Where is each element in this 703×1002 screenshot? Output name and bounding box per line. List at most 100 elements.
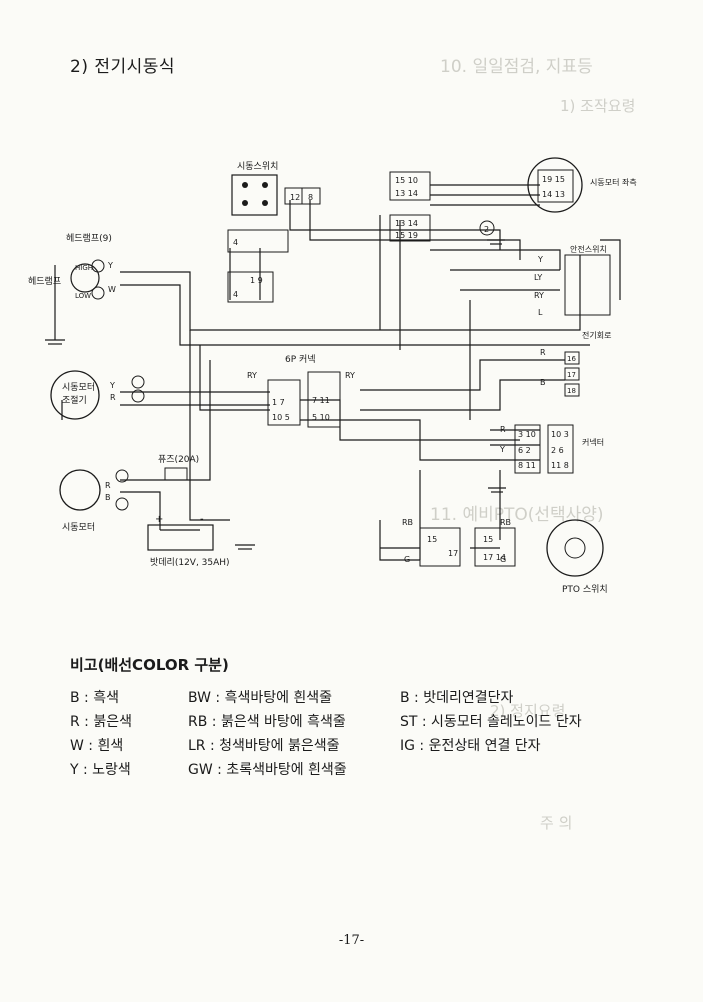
svg-text:시동모터: 시동모터 (62, 382, 95, 393)
svg-text:13 14: 13 14 (395, 189, 418, 198)
svg-text:17: 17 (567, 371, 576, 379)
svg-text:RY: RY (247, 371, 257, 380)
svg-text:퓨즈(20A): 퓨즈(20A) (158, 454, 199, 465)
svg-text:10 5: 10 5 (272, 413, 290, 422)
svg-text:Y: Y (499, 445, 505, 454)
svg-text:7 11: 7 11 (312, 396, 330, 405)
svg-text:+: + (155, 514, 163, 525)
svg-text:15 10: 15 10 (395, 176, 418, 185)
legend-stripe-code: GW : 초록색바탕에 흰색줄 (188, 762, 347, 778)
legend-terminal-code: IG : 운전상태 연결 단자 (400, 738, 541, 754)
svg-text:Y: Y (109, 381, 115, 390)
svg-text:Y: Y (537, 255, 543, 264)
svg-text:6 2: 6 2 (518, 446, 531, 455)
ground-symbol (45, 239, 506, 550)
bleed-through-text: 10. 일일점검, 지표등 (440, 57, 593, 77)
terminal-block: 16 17 18 전기회로 (564, 330, 611, 397)
svg-text:1 7: 1 7 (272, 398, 285, 407)
svg-text:12: 12 (290, 193, 300, 202)
legend-stripe-code: RB : 붉은색 바탕에 흑색줄 (188, 714, 346, 730)
svg-text:시동모터: 시동모터 (62, 522, 95, 533)
svg-text:Y: Y (107, 261, 113, 270)
svg-text:LOW: LOW (75, 292, 91, 300)
pto-switch: 15 15 17 17 14 RB RB G G PTO 스위치 (402, 518, 608, 595)
svg-text:14 13: 14 13 (542, 190, 565, 199)
section-title: 2) 전기시동식 (70, 57, 176, 77)
svg-text:15: 15 (483, 535, 493, 544)
legend-color-code: W : 흰색 (70, 738, 124, 754)
svg-text:15 19: 15 19 (395, 231, 418, 240)
svg-text:RB: RB (500, 518, 511, 527)
svg-text:B: B (105, 493, 111, 502)
svg-text:1 9: 1 9 (250, 276, 263, 285)
page-number: -17- (338, 933, 365, 948)
svg-text:PTO 스위치: PTO 스위치 (562, 583, 608, 595)
svg-text:8 11: 8 11 (518, 461, 536, 470)
svg-text:RY: RY (345, 371, 355, 380)
starter-switch: 시동스위치 (231, 160, 278, 216)
svg-text:19 15: 19 15 (542, 175, 565, 184)
svg-text:2: 2 (484, 225, 489, 234)
legend-terminal-code: ST : 시동모터 솔레노이드 단자 (400, 714, 582, 730)
svg-text:17: 17 (448, 549, 458, 558)
svg-text:15: 15 (427, 535, 437, 544)
svg-text:-: - (200, 514, 204, 525)
key-connector: 12 8 (284, 187, 321, 205)
battery: + - 밧데리(12V, 35AH) (147, 514, 230, 568)
svg-text:8: 8 (308, 193, 313, 202)
svg-text:RB: RB (402, 518, 413, 527)
svg-text:커넥터: 커넥터 (582, 437, 604, 447)
svg-text:RY: RY (534, 291, 544, 300)
svg-text:6P 커넥: 6P 커넥 (285, 354, 316, 365)
legend-stripe-code: LR : 청색바탕에 붉은색줄 (188, 738, 340, 754)
svg-text:G: G (404, 555, 410, 564)
svg-text:18: 18 (567, 387, 576, 395)
round-connector: 19 15 14 13 시동모터 좌측 (527, 157, 637, 213)
legend-color-code: Y : 노랑색 (70, 762, 131, 778)
svg-text:시동스위치: 시동스위치 (237, 160, 278, 172)
svg-text:2 6: 2 6 (551, 446, 564, 455)
svg-text:3 10: 3 10 (518, 430, 536, 439)
svg-text:4: 4 (233, 238, 238, 247)
svg-text:LY: LY (534, 273, 542, 282)
svg-text:L: L (538, 308, 543, 317)
svg-text:시동모터 좌측: 시동모터 좌측 (590, 178, 637, 187)
svg-text:B: B (540, 378, 546, 387)
svg-text:R: R (110, 393, 116, 402)
legend-stripe-code: BW : 흑색바탕에 흰색줄 (188, 690, 333, 706)
svg-text:G: G (500, 555, 506, 564)
legend-color-code: R : 붉은색 (70, 714, 132, 730)
legend-color-code: B : 흑색 (70, 690, 119, 706)
bleed-through-text: 11. 예비PTO(선택사양) (430, 505, 604, 525)
starter-motor: 시동모터 (59, 469, 129, 533)
legend-title: 비고(배선COLOR 구분) (70, 656, 229, 674)
fuse: 퓨즈(20A) (158, 454, 199, 481)
bleed-through-text: 주 의 (540, 814, 573, 832)
svg-text:밧데리(12V, 35AH): 밧데리(12V, 35AH) (150, 557, 230, 568)
svg-text:4: 4 (233, 290, 238, 299)
svg-text:17 14: 17 14 (483, 553, 506, 562)
svg-text:13 14: 13 14 (395, 219, 418, 228)
svg-text:10 3: 10 3 (551, 430, 569, 439)
motor-left: 시동모터 조절기 (50, 370, 145, 420)
svg-text:16: 16 (567, 355, 576, 363)
bleed-through-text: 1) 조작요령 (560, 97, 636, 115)
safety-switch: 안전스위치 Y LY RY L (534, 244, 611, 317)
svg-text:전기회로: 전기회로 (582, 330, 611, 340)
legend-terminal-code: B : 밧데리연결단자 (400, 690, 514, 706)
svg-text:R: R (500, 425, 506, 434)
svg-text:5 10: 5 10 (312, 413, 330, 422)
svg-text:조절기: 조절기 (62, 394, 87, 406)
svg-text:R: R (540, 348, 546, 357)
light-switch-connector: 4 1 9 4 헤드램프(9) (66, 229, 289, 303)
bleed-through-text: 2) 정지요령 (490, 702, 566, 720)
svg-text:안전스위치: 안전스위치 (570, 244, 607, 254)
svg-text:HIGH: HIGH (75, 264, 93, 272)
upper-connector: 15 10 13 14 13 14 15 19 2 (389, 171, 495, 242)
svg-text:헤드램프(9): 헤드램프(9) (66, 232, 112, 244)
svg-text:W: W (108, 285, 116, 294)
svg-text:헤드램프: 헤드램프 (28, 275, 61, 287)
svg-text:R: R (105, 481, 111, 490)
headlamp: HIGH LOW 헤드램프 (28, 259, 105, 300)
